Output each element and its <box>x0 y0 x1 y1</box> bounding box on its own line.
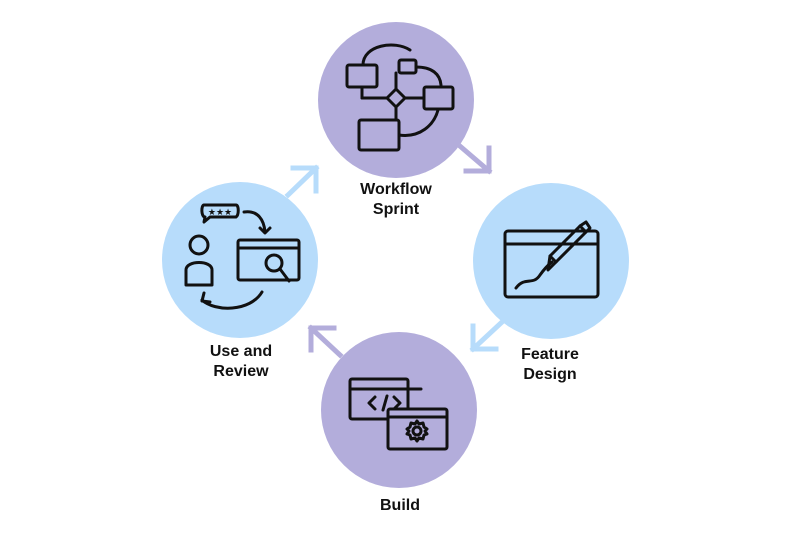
arrow-build-to-review <box>307 324 344 359</box>
use-and-review-circle <box>162 182 318 338</box>
flowchart-icon <box>345 43 455 152</box>
svg-text:★★★: ★★★ <box>208 208 232 218</box>
arrow-workflow-to-feature <box>457 143 493 175</box>
code-window-gear-icon <box>348 377 449 451</box>
build-label: Build <box>380 497 420 514</box>
feature-design-label: Feature Design <box>521 346 579 383</box>
user-review-icon: ★★★ <box>184 203 301 310</box>
arrow-review-to-workflow <box>284 164 320 199</box>
use-and-review-label: Use and Review <box>209 343 273 380</box>
pen-drawing-icon <box>503 220 600 299</box>
workflow-sprint-circle <box>318 22 474 178</box>
workflow-sprint-label: Workflow Sprint <box>360 181 432 218</box>
arrow-feature-to-build <box>469 318 506 353</box>
